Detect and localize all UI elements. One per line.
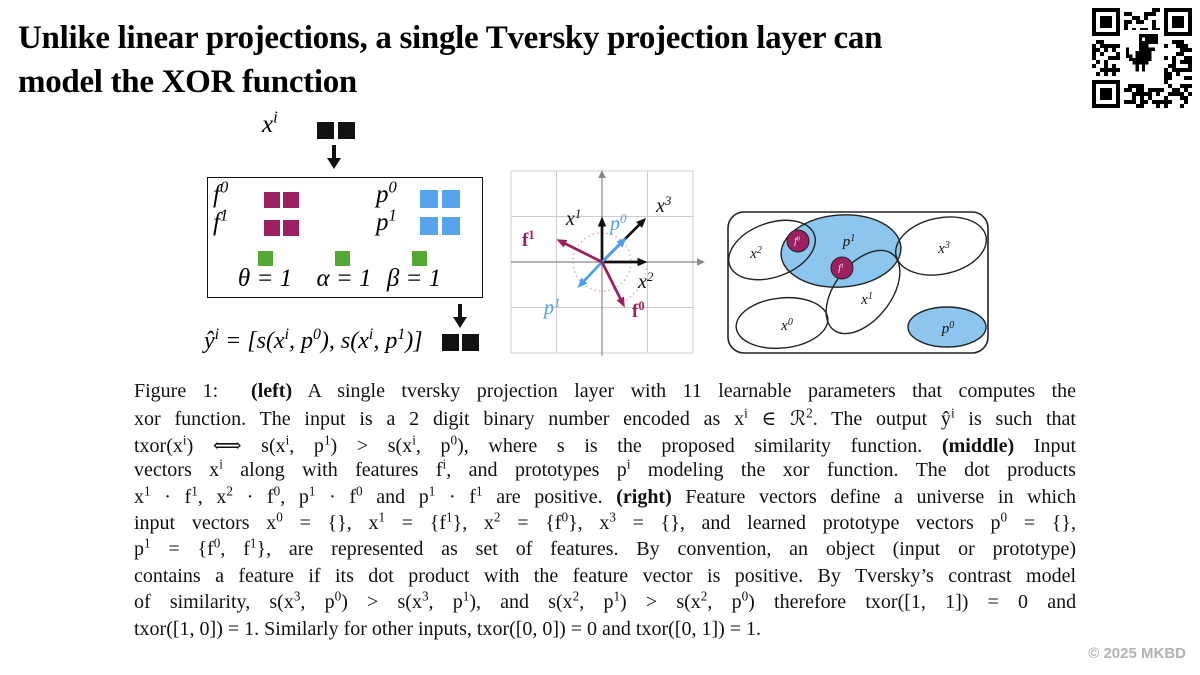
theta-label: θ = 1	[237, 265, 293, 292]
feature-label-f1: f1	[213, 205, 229, 236]
svg-text:f1: f1	[838, 263, 844, 273]
svg-text:f1: f1	[522, 228, 535, 251]
caption-line: txor(xi) ⟺ s(xi, p1) > s(xi, p0), where …	[134, 432, 1076, 457]
caption-line: of similarity, s(x3, p0) > s(x3, p1), an…	[134, 591, 1076, 614]
feature-weight-square	[283, 192, 299, 208]
down-arrow-icon	[327, 145, 341, 169]
title-line2: model the XOR function	[18, 64, 357, 100]
vector-plot: x1 x2 x3 p0 p1 f1 f0	[510, 170, 705, 356]
svg-text:f0: f0	[632, 299, 645, 322]
prototype-weight-square	[442, 217, 460, 235]
svg-text:p0: p0	[608, 211, 627, 235]
caption-line: input vectors x0 = {}, x1 = {f1}, x2 = {…	[134, 511, 1076, 534]
scalar-square	[335, 251, 350, 266]
input-bit-square	[338, 122, 355, 139]
output-formula: ŷi = [s(xi, p0), s(xi, p1)]	[204, 326, 423, 354]
scalar-square	[412, 251, 427, 266]
caption-line: p1 = {f0, f1}, are represented as set of…	[134, 538, 1076, 561]
prototype-weight-square	[420, 190, 438, 208]
page-title: Unlike linear projections, a single Tver…	[18, 16, 1088, 104]
svg-text:x2: x2	[637, 269, 654, 293]
down-arrow-icon	[453, 304, 467, 328]
feature-weight-square	[283, 220, 299, 236]
feature-weight-square	[264, 192, 280, 208]
scalar-square	[258, 251, 273, 266]
qr-code	[1092, 8, 1192, 108]
alpha-label: α = 1	[316, 265, 372, 292]
prototype-weight-square	[420, 217, 438, 235]
caption-line: contains a feature if its dot product wi…	[134, 564, 1076, 587]
input-bit-square	[317, 122, 334, 139]
prototype-weight-square	[442, 190, 460, 208]
beta-label: β = 1	[386, 265, 442, 292]
title-line1: Unlike linear projections, a single Tver…	[18, 20, 883, 56]
caption-line: vectors xi along with features fi, and p…	[134, 459, 1076, 482]
copyright: © 2025 MKBD	[1088, 645, 1186, 662]
output-bit-square	[442, 334, 459, 351]
caption-line: Figure 1: (left) A single tversky projec…	[134, 380, 1076, 402]
caption-line: txor([1, 0]) = 1. Similarly for other in…	[134, 617, 762, 640]
feature-label-f0: f0	[213, 177, 229, 208]
caption-line: xor function. The input is a 2 digit bin…	[134, 406, 1076, 431]
prototype-label-p1: p1	[376, 205, 397, 236]
svg-text:f0: f0	[794, 236, 800, 246]
svg-text:p1: p1	[542, 295, 561, 319]
caption-line: x1 · f1, x2 · f0, p1 · f0 and p1 · f1 ar…	[134, 485, 1076, 508]
svg-text:x3: x3	[655, 193, 672, 217]
parameter-box	[207, 177, 483, 298]
figure-caption: Figure 1: (left) A single tversky projec…	[134, 380, 1076, 644]
svg-text:x1: x1	[565, 206, 581, 230]
prototype-label-p0: p0	[376, 177, 397, 208]
output-bit-square	[462, 334, 479, 351]
feature-weight-square	[264, 220, 280, 236]
input-label: xi	[262, 107, 278, 138]
